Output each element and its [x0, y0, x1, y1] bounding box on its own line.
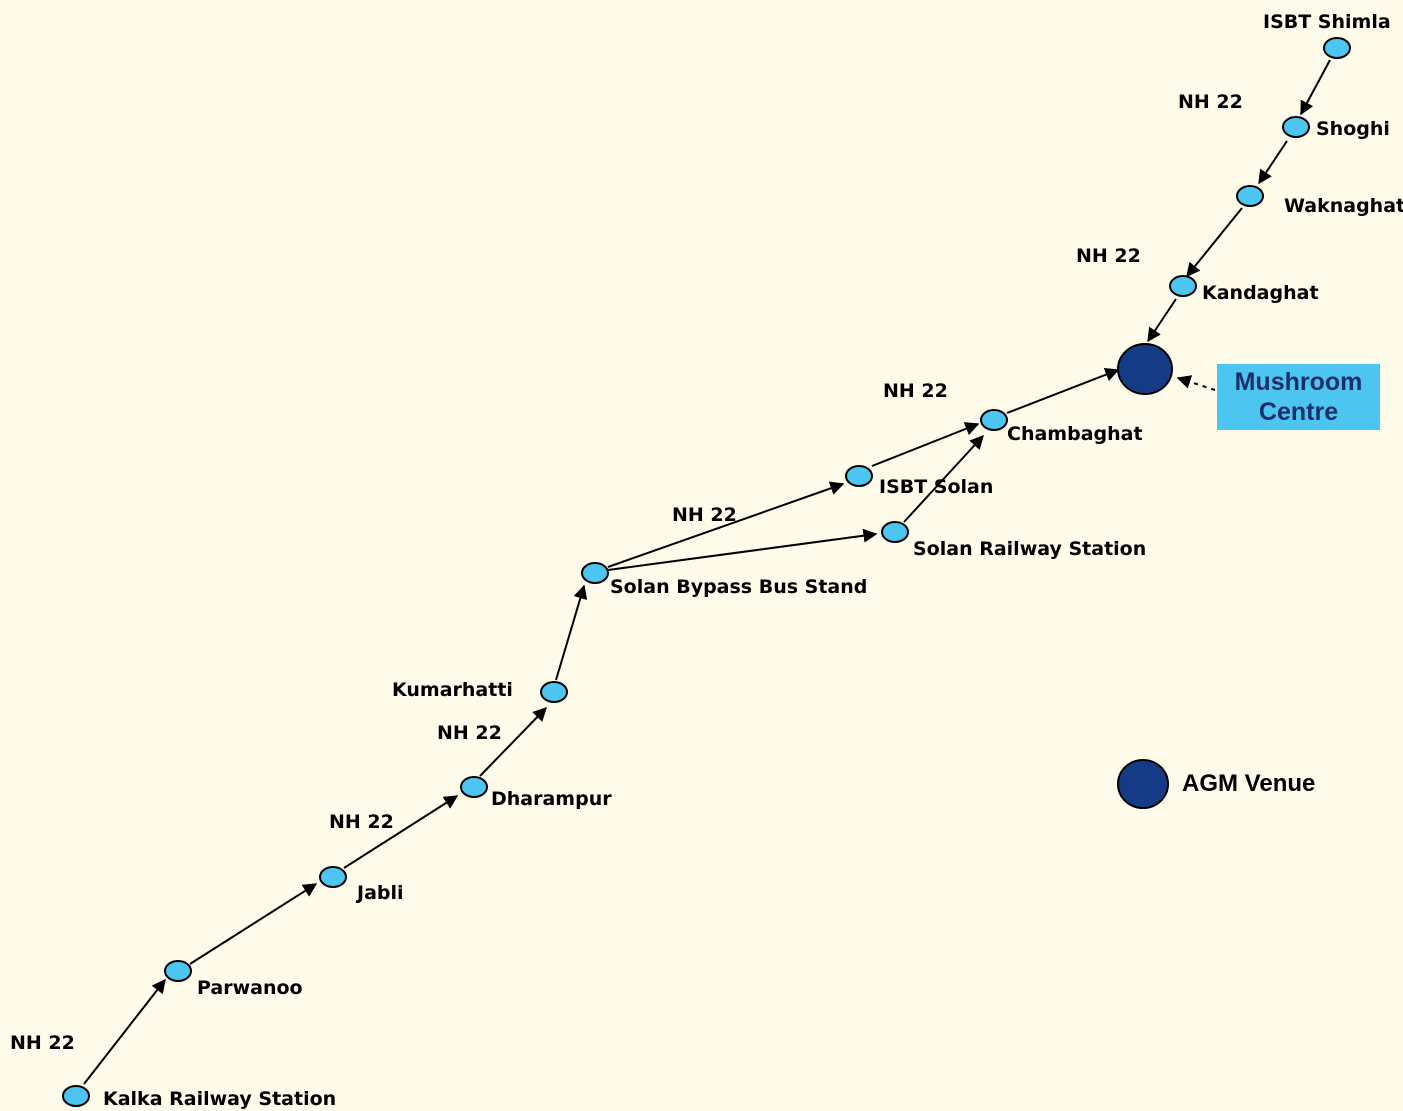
- stop-marker-kalka[interactable]: [62, 1085, 90, 1107]
- road-label: NH 22: [10, 1032, 75, 1054]
- stop-marker-isbt-shimla[interactable]: [1323, 37, 1351, 59]
- stop-marker-waknaghat[interactable]: [1236, 185, 1264, 207]
- stop-label-kumarhatti: Kumarhatti: [392, 679, 513, 701]
- stop-label-solan-bypass: Solan Bypass Bus Stand: [610, 576, 867, 598]
- stop-marker-kandaghat[interactable]: [1169, 275, 1197, 297]
- route-dharampur-kumarhatti: [479, 706, 547, 777]
- route-kalka-parwanoo: [83, 978, 166, 1085]
- callout-line-2: Centre: [1258, 398, 1339, 426]
- callout-pointer: [1176, 375, 1216, 391]
- road-label: NH 22: [672, 504, 737, 526]
- route-solan-bypass-solan-railway: [607, 528, 878, 571]
- mushroom-centre-callout[interactable]: Mushroom Centre: [1217, 364, 1380, 430]
- stop-label-isbt-shimla: ISBT Shimla: [1263, 11, 1391, 33]
- stop-label-parwanoo: Parwanoo: [197, 977, 303, 999]
- road-label: NH 22: [1178, 91, 1243, 113]
- route-lines: [83, 59, 1331, 1085]
- stop-marker-chambaghat[interactable]: [980, 409, 1008, 431]
- legend-venue-marker: [1117, 759, 1169, 809]
- route-isbt-solan-chambaghat: [871, 422, 980, 467]
- callout-line-1: Mushroom: [1234, 368, 1363, 396]
- stop-label-chambaghat: Chambaghat: [1007, 423, 1143, 445]
- stop-label-kalka: Kalka Railway Station: [103, 1088, 336, 1110]
- venue-marker[interactable]: [1117, 343, 1173, 395]
- stop-label-kandaghat: Kandaghat: [1202, 282, 1319, 304]
- stop-marker-parwanoo[interactable]: [164, 960, 192, 982]
- road-label: NH 22: [1076, 245, 1141, 267]
- route-kumarhatti-solan-bypass: [555, 584, 588, 681]
- road-label: NH 22: [329, 811, 394, 833]
- stop-markers: [62, 37, 1351, 1107]
- stop-label-jabli: Jabli: [355, 882, 404, 904]
- legend-label: AGM Venue: [1182, 770, 1316, 797]
- stop-marker-jabli[interactable]: [319, 866, 347, 888]
- stop-marker-solan-bypass[interactable]: [581, 562, 609, 584]
- route-shoghi-waknaghat: [1258, 140, 1288, 185]
- road-label: NH 22: [883, 380, 948, 402]
- stop-label-dharampur: Dharampur: [491, 788, 612, 810]
- stop-label-shoghi: Shoghi: [1316, 118, 1390, 140]
- stop-label-solan-railway: Solan Railway Station: [913, 538, 1146, 560]
- road-label: NH 22: [437, 722, 502, 744]
- route-shimla-shoghi: [1300, 59, 1331, 116]
- stop-label-isbt-solan: ISBT Solan: [879, 476, 993, 498]
- route-waknaghat-kandaghat: [1186, 207, 1243, 278]
- stop-marker-kumarhatti[interactable]: [540, 681, 568, 703]
- route-kandaghat-venue: [1147, 298, 1177, 343]
- stop-label-waknaghat: Waknaghat: [1284, 195, 1403, 217]
- stop-marker-shoghi[interactable]: [1282, 116, 1310, 138]
- route-solan-railway-chambaghat: [903, 434, 984, 523]
- route-solan-bypass-isbt-solan: [607, 481, 845, 568]
- stop-marker-dharampur[interactable]: [460, 776, 488, 798]
- road-labels: NH 22 NH 22 NH 22 NH 22 NH 22 NH 22 NH 2…: [10, 91, 1243, 1054]
- route-parwanoo-jabli: [189, 883, 318, 965]
- route-jabli-dharampur: [343, 795, 459, 869]
- stop-marker-isbt-solan[interactable]: [845, 465, 873, 487]
- stop-labels: Kalka Railway Station Parwanoo Jabli Dha…: [103, 11, 1403, 1110]
- route-chambaghat-venue: [1006, 368, 1120, 414]
- stop-marker-solan-railway[interactable]: [881, 521, 909, 543]
